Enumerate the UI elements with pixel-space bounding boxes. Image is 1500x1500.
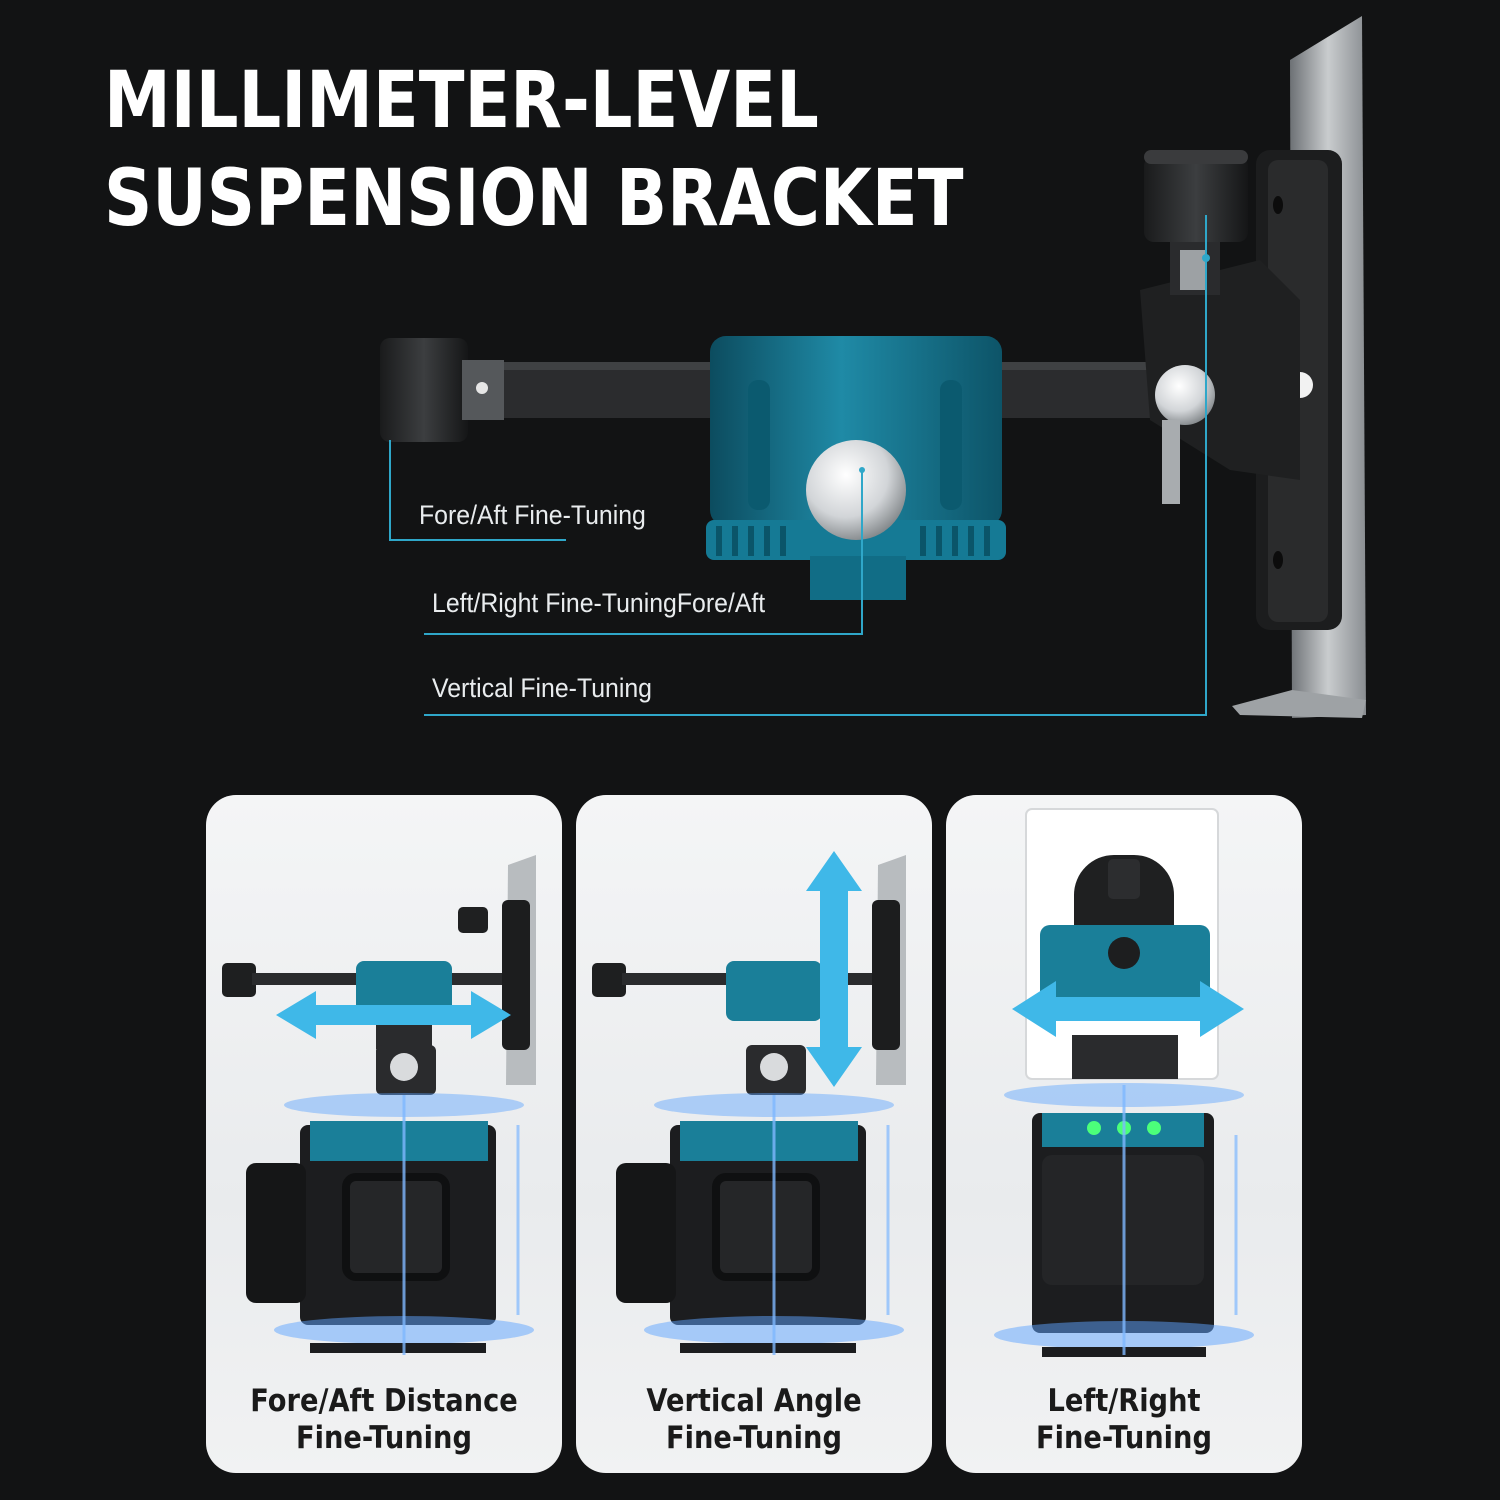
panel-vertical-line-2: Fine-Tuning xyxy=(666,1420,842,1456)
horizontal-double-arrow-icon xyxy=(276,991,511,1039)
vertical-double-arrow-icon xyxy=(806,851,862,1087)
panel-left-right: Left/Right Fine-Tuning xyxy=(946,795,1302,1473)
panel-fore-aft-line-1: Fore/Aft Distance xyxy=(250,1383,518,1419)
callout-fore-aft: Fore/Aft Fine-Tuning xyxy=(419,500,646,530)
callout-lines xyxy=(389,215,1207,716)
horizontal-double-arrow-icon xyxy=(1012,981,1244,1037)
panel-vertical-angle: Vertical Angle Fine-Tuning xyxy=(576,795,932,1473)
panel-left-right-line-1: Left/Right xyxy=(1047,1383,1201,1419)
panel-fore-aft-line-2: Fine-Tuning xyxy=(296,1420,472,1456)
panel-vertical-label: Vertical Angle Fine-Tuning xyxy=(597,1383,910,1457)
callout-left-right: Left/Right Fine-TuningFore/Aft xyxy=(432,588,766,618)
headline-line-1: MILLIMETER-LEVEL xyxy=(104,56,819,146)
panel-left-right-illustration xyxy=(994,808,1254,1357)
panel-fore-aft-illustration xyxy=(222,855,536,1355)
panel-fore-aft: Fore/Aft Distance Fine-Tuning xyxy=(206,795,562,1473)
panel-left-right-label: Left/Right Fine-Tuning xyxy=(967,1383,1280,1457)
panel-fore-aft-label: Fore/Aft Distance Fine-Tuning xyxy=(227,1383,540,1457)
teal-housing xyxy=(706,336,1006,600)
panel-vertical-illustration xyxy=(592,851,906,1355)
headline: MILLIMETER-LEVEL SUSPENSION BRACKET xyxy=(104,52,964,248)
headline-line-2: SUSPENSION BRACKET xyxy=(104,154,964,244)
bracket-illustration xyxy=(380,16,1366,718)
panel-left-right-line-2: Fine-Tuning xyxy=(1036,1420,1212,1456)
vertical-knob-icon xyxy=(1144,150,1248,242)
fore-aft-knob-icon xyxy=(380,338,504,442)
callout-vertical: Vertical Fine-Tuning xyxy=(432,673,652,703)
panel-vertical-line-1: Vertical Angle xyxy=(646,1383,862,1419)
